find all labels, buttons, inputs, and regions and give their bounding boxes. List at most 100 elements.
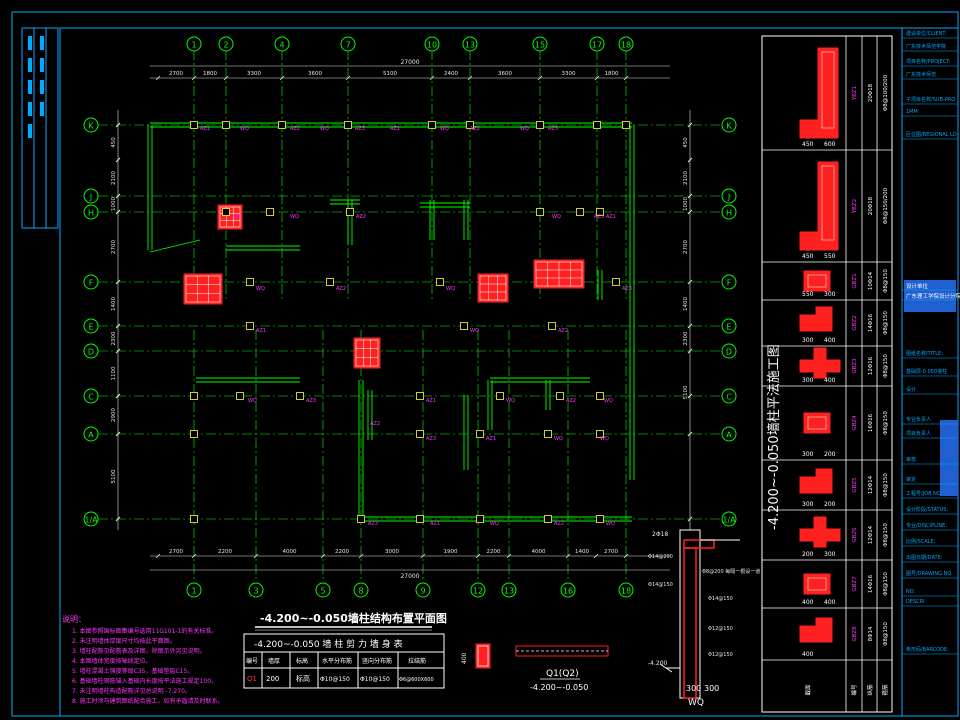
table-header: 水平分布筋 [322, 657, 352, 665]
wall-tag: AZ1 [426, 398, 436, 404]
dim-tick [115, 209, 121, 215]
wall-end-marker [416, 392, 424, 400]
wall-end-marker [536, 208, 544, 216]
axis-label: 17 [592, 41, 602, 50]
title-row-text: 条形码/BARCODE: [906, 646, 949, 653]
table-header: 墙厚 [268, 657, 280, 665]
section-code: GBZ6 [852, 527, 858, 543]
wall-tag: WQ [256, 286, 265, 292]
dim-value-left: 1400 [111, 297, 117, 311]
dim-value-bottom: 2700 [604, 549, 618, 555]
axis-bubble [721, 274, 737, 290]
dim-value-left: 5100 [111, 469, 117, 483]
axis-label: A [88, 431, 94, 440]
wall-tag: AZ2 [356, 214, 366, 220]
column-rebar-grid [479, 275, 507, 301]
axis-label: 3 [253, 587, 258, 596]
axis-label: 8 [358, 587, 363, 596]
dim-total-bottom: 27000 [400, 573, 419, 580]
wall-tag: AZ3 [594, 214, 604, 220]
note-line: 2. 未注明墙体厚度尺寸均按此平面图。 [72, 637, 176, 645]
dim-tick [115, 279, 121, 285]
axis-bubble [83, 204, 99, 220]
dim-tick [279, 75, 285, 81]
dim-tick [687, 157, 693, 163]
section-rebar [807, 416, 827, 430]
wall-end-marker [622, 121, 630, 129]
panel-footer: 纵筋 [866, 684, 874, 696]
section-code: GBZ4 [852, 415, 858, 431]
title-row-text: 工程号/JOB NO. [906, 490, 943, 497]
column-rebar-grid [219, 206, 241, 228]
wall-tag: AZ2 [566, 398, 576, 404]
dim-tick [475, 553, 481, 559]
dim-value-right: 2100 [683, 171, 689, 185]
axis-label: A [726, 431, 732, 440]
axis-bubble [424, 36, 440, 52]
dim-tick [320, 553, 326, 559]
title-row-text: 设计阶段/STATUS: [906, 506, 948, 513]
section-rebar-text: 14Φ16 [868, 313, 874, 332]
dim-value-bottom: 2200 [218, 549, 232, 555]
section-tie-text: Φ8@150 [883, 523, 889, 547]
dim-value-bottom: 2700 [169, 549, 183, 555]
section-rebar-text: 12Φ16 [868, 356, 874, 375]
wall-end-marker [556, 392, 564, 400]
wall-tag: AZ2 [336, 286, 346, 292]
wall-end-marker [190, 515, 198, 523]
section-shape [815, 617, 833, 635]
wall-tag: AZ3 [622, 286, 632, 292]
wall-end-marker [536, 121, 544, 129]
axis-label: 5 [320, 587, 325, 596]
dim-tick [687, 193, 693, 199]
section-dim: 550 [802, 291, 814, 298]
section-shape [803, 573, 831, 595]
axis-bubble [721, 188, 737, 204]
wall-end-marker [596, 430, 604, 438]
detail-tag: Φ14@150 [708, 596, 733, 602]
section-code: YBZ2 [852, 199, 858, 214]
column-block [217, 204, 243, 230]
axis-label: 2 [223, 41, 228, 50]
axis-bubble [560, 582, 576, 598]
axis-bubble [721, 426, 737, 442]
wall-tag: WQ [248, 398, 257, 404]
section-rebar [807, 577, 827, 591]
column-block [183, 273, 223, 305]
axis-bubble [218, 36, 234, 52]
dim-value-bottom: 4000 [532, 549, 546, 555]
title-block-rows: 建设单位/CLIENT:广东技术师范学院项目名称/PROJECT:广东技术师范子… [902, 30, 960, 655]
dim-tick [253, 553, 259, 559]
wall-tag: AZ1 [200, 126, 210, 132]
title-row-text: NO. [906, 589, 915, 595]
title-row-text: 建设单位/CLIENT: [906, 30, 947, 37]
wall-end-marker [236, 392, 244, 400]
section-shape [803, 270, 831, 292]
note-line: 1. 本图参照国标图集编号选用11G101-1的有关标准。 [72, 627, 217, 635]
section-dim: 300 [802, 377, 814, 384]
dim-tick [467, 75, 473, 81]
section-tie-text: Φ8@150 [883, 572, 889, 596]
section-tie-text: Φ8@100/200 [883, 74, 889, 111]
wall-tag: WQ [552, 214, 561, 220]
column-rebar-grid [355, 339, 379, 367]
wall-end-marker [416, 515, 424, 523]
section-tie-text: Φ8@150 [883, 473, 889, 497]
wall-tag: AZ2 [290, 126, 300, 132]
axis-label: 1/A [722, 516, 736, 525]
wall-tag: WQ [600, 436, 609, 442]
axis-bubble [83, 388, 99, 404]
axis-label: H [726, 209, 732, 218]
title-block: 建设单位/CLIENT:广东技术师范学院项目名称/PROJECT:广东技术师范子… [901, 27, 960, 717]
axis-label: 1 [191, 587, 196, 596]
dim-value-bottom: 1900 [444, 549, 458, 555]
title-row-text: 广东技术师范 [906, 71, 936, 78]
dim-value-top: 1800 [203, 71, 217, 77]
dim-value-top: 3600 [498, 71, 512, 77]
dim-tick [506, 553, 512, 559]
title-row-text: 审定 [906, 476, 916, 483]
wall-tag: WQ [506, 398, 515, 404]
dim-value-left: 2100 [111, 171, 117, 185]
section-code: GBZ3 [852, 358, 858, 374]
dim-value-top: 2400 [444, 71, 458, 77]
